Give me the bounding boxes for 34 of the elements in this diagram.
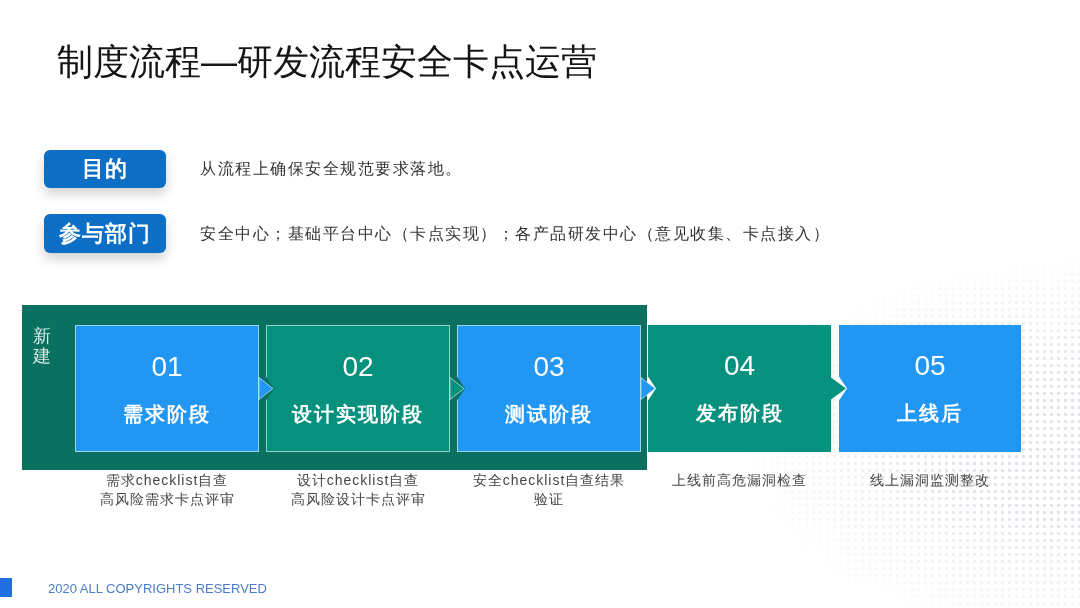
- stage-number: 02: [342, 351, 374, 383]
- stage-note: 安全checklist自查结果验证: [471, 471, 627, 509]
- stage-note: 需求checklist自查: [105, 471, 229, 490]
- section-tag: 目的: [44, 150, 166, 188]
- stage-name: 上线后: [897, 401, 963, 426]
- stage-note: 设计checklist自查: [296, 471, 420, 490]
- chevron-arrow: [258, 377, 274, 400]
- chevron-arrow: [640, 377, 656, 400]
- stage-number: 03: [533, 351, 565, 383]
- stage-note: 线上漏洞监测整改: [870, 471, 990, 490]
- chevron-arrow: [449, 377, 465, 400]
- stage-number: 04: [723, 350, 756, 382]
- group-label: 新建: [33, 327, 51, 367]
- stage-number: 01: [151, 351, 183, 383]
- chevron-arrow: [831, 377, 846, 400]
- stage-box: [266, 325, 450, 452]
- stage-note: 高风险设计卡点评审: [290, 490, 426, 509]
- stage-number: 05: [914, 350, 946, 382]
- stage-box: [457, 325, 641, 452]
- section-tag: 参与部门: [44, 214, 166, 253]
- stage-note: 高风险需求卡点评审: [99, 490, 235, 509]
- stage-name: 设计实现阶段: [292, 402, 424, 427]
- stage-group-band: [22, 305, 647, 470]
- description-text: 安全中心；基础平台中心（卡点实现）；各产品研发中心（意见收集、卡点接入）: [200, 223, 830, 244]
- stage-box: [648, 325, 831, 452]
- stage-box: [839, 325, 1021, 452]
- copyright-text: 2020 ALL COPYRIGHTS RESERVED: [48, 580, 267, 598]
- stage-note: 上线前高危漏洞检查: [672, 471, 807, 490]
- description-text: 从流程上确保安全规范要求落地。: [200, 159, 463, 179]
- slide-title: 制度流程—研发流程安全卡点运营: [57, 41, 597, 83]
- stage-box: [75, 325, 259, 452]
- stage-name: 发布阶段: [695, 401, 784, 426]
- stage-name: 测试阶段: [505, 402, 593, 427]
- stage-name: 需求阶段: [123, 402, 211, 427]
